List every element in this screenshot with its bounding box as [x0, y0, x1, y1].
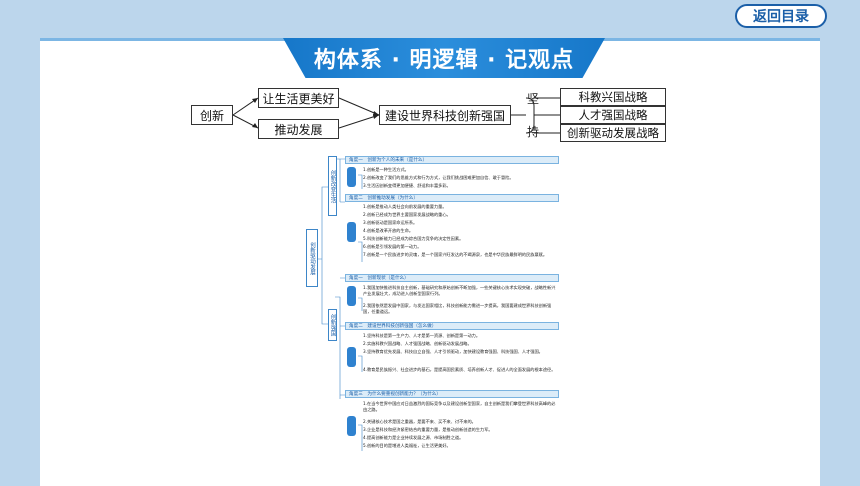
- list-item: 3.坚持教育优先发展、科技自立自强、人才引领驱动，加快建设教育强国、科技强国、人…: [363, 349, 543, 354]
- map-root-box: 创新: [191, 105, 233, 125]
- list-item: 1.创新是推动人类社会向前发展的重要力量。: [363, 204, 447, 209]
- strategy-box-innovation: 创新驱动发展战略: [560, 124, 666, 142]
- mind-map-connectors: [232, 97, 560, 134]
- list-item: 2.实施科教兴国战略、人才强国战略、创新驱动发展战略。: [363, 341, 472, 346]
- map-mid-box-life: 让生活更美好: [258, 88, 339, 108]
- list-item: 3.企业是科技和经济紧密结合的重要力量，是推动创新创造的生力军。: [363, 427, 493, 432]
- tree-branch-tag-life: 创新改变生活: [328, 156, 337, 216]
- list-item: 1.坚持科技是第一生产力、人才是第一资源、创新是第一动力。: [363, 333, 481, 338]
- list-item: 4.提高创新能力是企业持续发展之源、市场制胜之道。: [363, 435, 464, 440]
- strategy-box-talent: 人才强国战略: [560, 106, 666, 124]
- list-item: 3.创新驱动是国家命运所系。: [363, 220, 418, 225]
- connector-char-top: 坚: [527, 92, 540, 106]
- section-marker: [347, 286, 356, 306]
- list-item: 4.创新是改革开放的生命。: [363, 228, 414, 233]
- return-to-contents-button[interactable]: 返回目录: [735, 4, 827, 28]
- page-title: 构体系 · 明逻辑 · 记观点: [313, 48, 575, 73]
- list-item: 5.创新的目的是增进人类福祉，让生活更美好。: [363, 443, 451, 448]
- section-marker: [347, 347, 356, 367]
- list-item: 2.创新改变了我们的思维方式和行为方式，让我们挑战困难更加自信、敢于冒险。: [363, 175, 514, 180]
- list-item: 1.在当今世界中国应对日益激烈的国际竞争以及建设创新型国家，自主创新是我们攀登世…: [363, 401, 556, 412]
- strategy-box-education: 科教兴国战略: [560, 88, 666, 106]
- content-panel: 创新 让生活更美好 推动发展 建设世界科技创新强国 坚 持 科教兴国战略 人才强…: [40, 79, 820, 486]
- list-item: 3.生活因创新变得更加便捷、舒适和丰富多彩。: [363, 183, 451, 188]
- section-header: 角度三 为什么要重视创新能力？（为什么）: [345, 390, 559, 398]
- tree-root-tag: 创新驱动发展: [306, 229, 318, 287]
- section-marker: [347, 222, 356, 242]
- list-item: 1.我国加快推进科技自主创新，基础研究和原始创新不断加强，一些关键核心技术实现突…: [363, 285, 556, 296]
- section-header: 角度一 创新现状（是什么）: [345, 274, 559, 282]
- list-item: 5.科技创新能力已经成为综合国力竞争的决定性因素。: [363, 236, 464, 241]
- map-mid-box-development: 推动发展: [258, 119, 339, 139]
- section-header: 角度二 创新推动发展（为什么）: [345, 194, 559, 202]
- list-item: 2.创新已经成为世界主要国家发展战略的重心。: [363, 212, 451, 217]
- list-item: 4.教育是民族振兴、社会进步的基石，是提高国民素质、培养创新人才、促进人的全面发…: [363, 367, 556, 372]
- section-header: 角度二 建设世界科技创新强国（怎么做）: [345, 322, 559, 330]
- list-item: 2.关键核心技术是国之重器，是要不来、买不来、讨不来的。: [363, 419, 476, 424]
- list-item: 7.创新是一个民族进步的灵魂，是一个国家兴旺发达的不竭源泉，也是中华民族最鲜明的…: [363, 252, 548, 257]
- title-banner: [283, 38, 605, 78]
- tree-connectors: [318, 158, 363, 451]
- section-header: 角度一 创新为个人的未来（是什么）: [345, 156, 559, 164]
- section-marker: [347, 416, 356, 436]
- list-item: 1.创新是一种生活方式。: [363, 167, 409, 172]
- map-center-box: 建设世界科技创新强国: [379, 105, 511, 125]
- list-item: 2.我国依然是发展中国家，与发达国家相比，科技创新能力需进一步提高，我国要建成世…: [363, 303, 552, 314]
- list-item: 6.创新是引领发展的第一动力。: [363, 244, 422, 249]
- section-marker: [347, 167, 356, 187]
- connector-char-bottom: 持: [527, 125, 540, 139]
- tree-branch-tag-strong: 创新强国: [328, 309, 337, 341]
